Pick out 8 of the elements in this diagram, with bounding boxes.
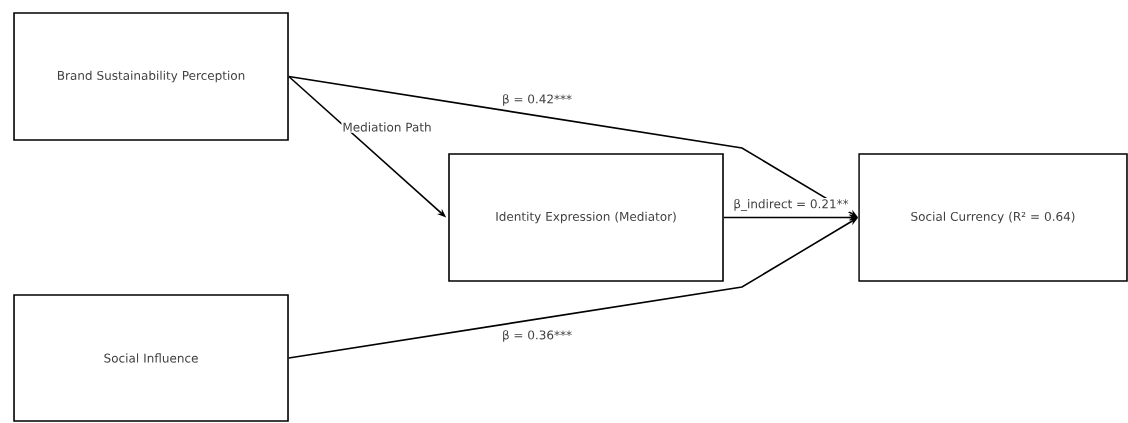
edge-label: Mediation Path <box>341 121 433 133</box>
edge-label: β = 0.42*** <box>501 93 574 107</box>
box: Brand Sustainability Perception <box>13 12 289 141</box>
box: Social Influence <box>13 294 289 422</box>
edge-label: β_indirect = 0.21** <box>732 198 850 212</box>
box: Social Currency (R² = 0.64) <box>858 153 1128 282</box>
edge-label: β = 0.36*** <box>501 329 574 343</box>
box: Identity Expression (Mediator) <box>448 153 724 282</box>
